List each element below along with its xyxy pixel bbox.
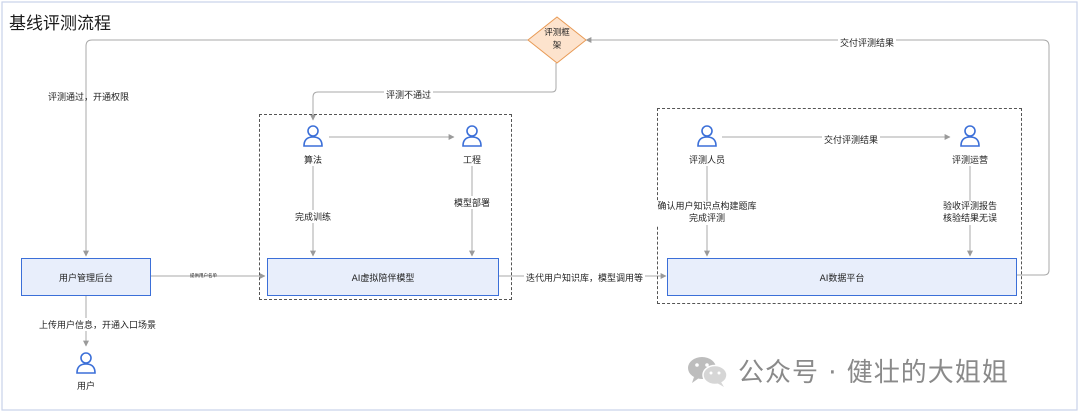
edge-fail bbox=[310, 63, 557, 121]
decision-diamond bbox=[527, 16, 587, 64]
wechat-icon bbox=[688, 356, 728, 387]
node-backend[interactable]: 用户管理后台 bbox=[21, 258, 151, 296]
edge-label-accept: 验收评测报告 核验结果无误 bbox=[940, 201, 1000, 225]
actor-ops: 评测运营 bbox=[951, 156, 989, 166]
watermark-text: 公众号 · 健壮的大姐姐 bbox=[738, 358, 1009, 388]
node-ai-model[interactable]: AI虚拟陪伴模型 bbox=[267, 258, 499, 296]
edge-deliver-top bbox=[585, 37, 1050, 276]
user-icon-user bbox=[76, 352, 96, 374]
edge-pass bbox=[83, 39, 528, 257]
edge-label-deliver-top: 交付评测结果 bbox=[838, 36, 897, 49]
edge-label-confirm: 确认用户知识点构建题库 完成评测 bbox=[655, 201, 759, 225]
watermark: 公众号 · 健壮的大姐姐 bbox=[686, 352, 1009, 389]
edge-label-fail: 评测不通过 bbox=[384, 88, 434, 101]
actor-algorithm: 算法 bbox=[303, 156, 323, 166]
diagram-title: 基线评测流程 bbox=[9, 14, 111, 34]
edge-label-iterate: 迭代用户知识库，模型调用等 bbox=[524, 271, 646, 284]
node-ai-platform-label: AI数据平台 bbox=[819, 273, 865, 284]
node-backend-label: 用户管理后台 bbox=[58, 273, 113, 284]
edge-label-deploy: 模型部署 bbox=[451, 196, 493, 209]
team-group-dev bbox=[259, 114, 512, 300]
user-icon-algorithm bbox=[303, 125, 323, 147]
edge-label-train: 完成训练 bbox=[292, 210, 334, 223]
edge-label-deliver-mid: 交付评测结果 bbox=[822, 133, 881, 146]
actor-user: 用户 bbox=[76, 382, 96, 392]
user-icon-engineering bbox=[462, 125, 482, 147]
node-ai-model-label: AI虚拟陪伴模型 bbox=[351, 273, 415, 284]
user-icon-evaluator bbox=[697, 125, 717, 147]
node-ai-platform[interactable]: AI数据平台 bbox=[667, 258, 1017, 296]
edge-label-pass: 评测通过，开通权限 bbox=[48, 93, 130, 103]
actor-engineering: 工程 bbox=[462, 156, 482, 166]
actor-evaluator: 评测人员 bbox=[688, 156, 726, 166]
decision-label: 评测框 架 bbox=[544, 28, 570, 51]
user-icon-ops bbox=[960, 125, 980, 147]
edge-label-provide: 提供用户名单 bbox=[190, 274, 217, 279]
edge-label-upload: 上传用户信息，开通入口场景 bbox=[37, 318, 159, 331]
